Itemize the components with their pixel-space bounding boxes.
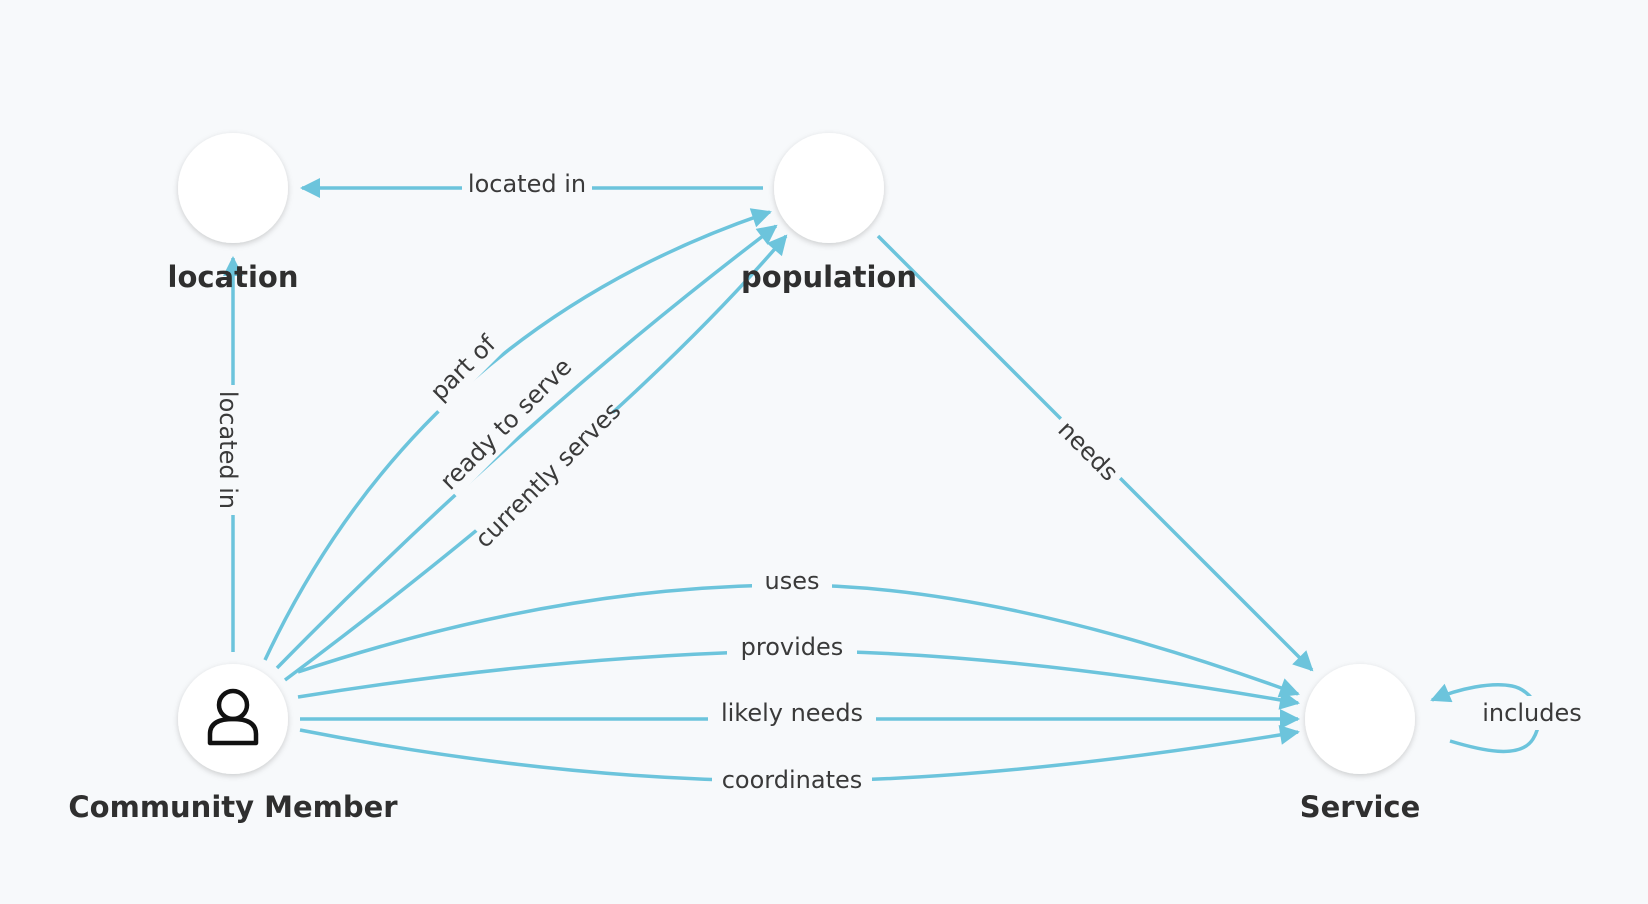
node-service-circle[interactable] xyxy=(1305,664,1415,774)
edge-label-needs: needs xyxy=(1052,415,1123,486)
edge-label-uses: uses xyxy=(765,567,820,595)
node-location[interactable]: location xyxy=(168,133,299,294)
node-community-member-label: Community Member xyxy=(68,790,398,824)
node-service-label: Service xyxy=(1300,790,1421,824)
node-location-label: location xyxy=(168,260,299,294)
edge-label-part-of: part of xyxy=(425,329,502,406)
edge-label-coordinates: coordinates xyxy=(722,766,863,794)
edge-label-member-located-in: located in xyxy=(214,391,242,509)
edge-ready-to-serve[interactable] xyxy=(275,224,778,670)
edge-label-provides: provides xyxy=(741,633,844,661)
node-population-label: population xyxy=(741,260,917,294)
person-icon xyxy=(207,688,259,746)
edge-label-population-located-in: located in xyxy=(468,170,586,198)
node-location-circle[interactable] xyxy=(178,133,288,243)
node-service[interactable]: Service xyxy=(1300,664,1421,824)
edge-currently-serves[interactable] xyxy=(283,234,788,682)
node-population-circle[interactable] xyxy=(774,133,884,243)
node-population[interactable]: population xyxy=(741,133,917,294)
edge-label-includes: includes xyxy=(1482,699,1581,727)
edge-label-likely-needs: likely needs xyxy=(721,699,863,727)
node-community-member[interactable]: Community Member xyxy=(68,664,398,824)
